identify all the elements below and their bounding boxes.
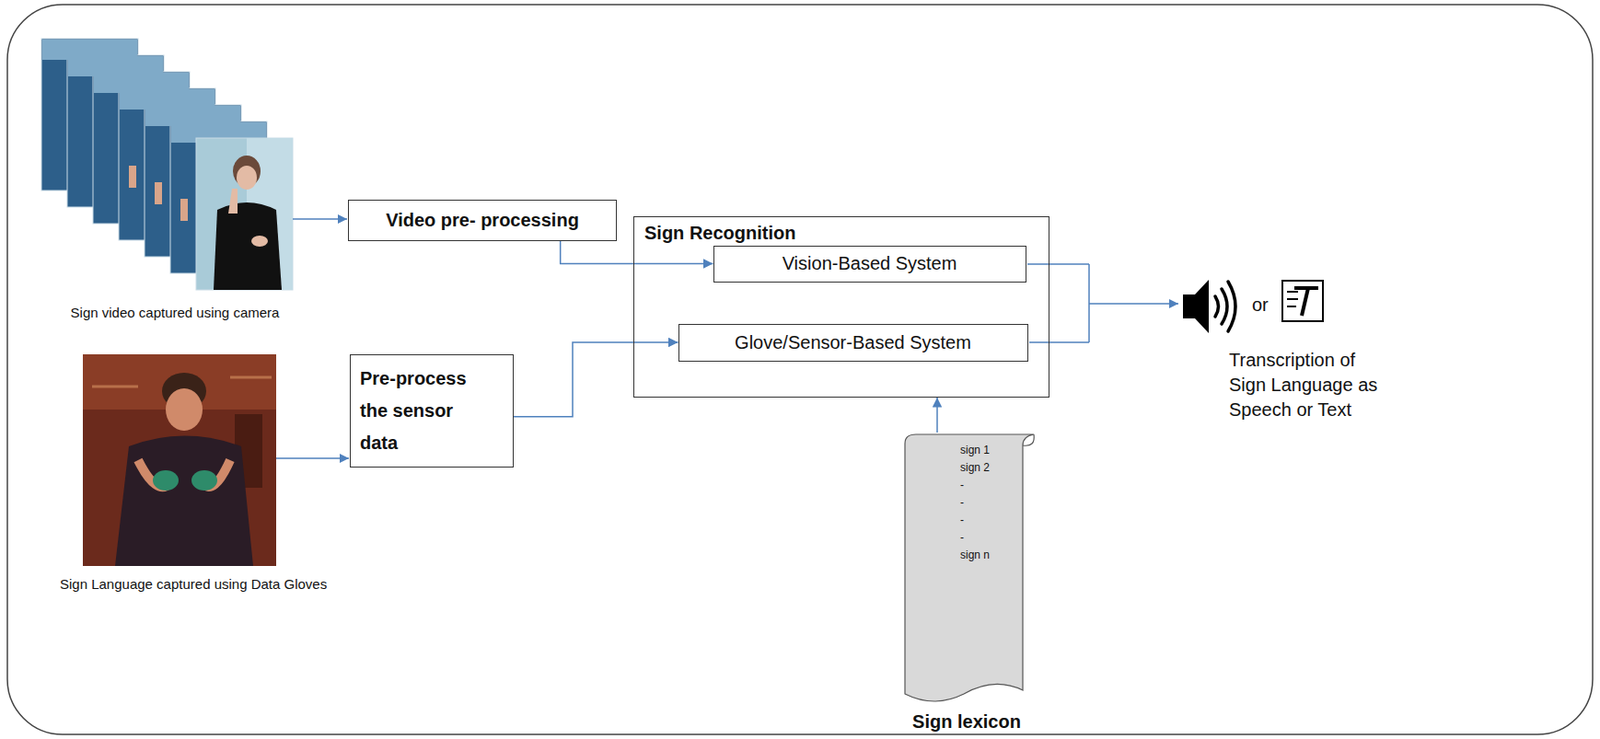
video-frames (236, 165, 257, 190)
box-label: Vision-Based System (782, 253, 958, 275)
outer-frame (7, 4, 1593, 735)
speaker-icon (1182, 279, 1236, 334)
video-frames (41, 38, 293, 290)
system-box: Glove/Sensor-Based System (678, 324, 1029, 362)
connector-word: or (1252, 292, 1280, 318)
caption-text: Sign video captured using camera (36, 303, 314, 323)
speaker-icon (1182, 279, 1209, 334)
output-arrow (1029, 341, 1090, 344)
lexicon-entry: - (960, 476, 1036, 495)
group-heading: Sign Recognition (644, 222, 796, 244)
glove-photo (191, 470, 218, 491)
text-icon (1286, 298, 1299, 301)
video-frames (196, 138, 293, 290)
input-arrow (276, 219, 349, 459)
box-label: Video pre- processing (385, 209, 580, 232)
video-frames (128, 165, 137, 188)
speaker-icon (1215, 281, 1236, 332)
video-frames (154, 182, 163, 205)
lexicon-entry: - (960, 494, 1036, 512)
flow-arrow (936, 397, 939, 433)
scroll-outline (904, 434, 1034, 702)
input-arrow (292, 218, 348, 221)
glove-photo (115, 436, 254, 568)
process-box: Pre-process the sensor data (349, 354, 514, 468)
video-frames (180, 198, 188, 221)
text-icon (1286, 290, 1299, 293)
speaker-icon (1228, 281, 1236, 332)
text-icon (1282, 280, 1323, 322)
lexicon-scroll: sign 1sign 2----sign nSign lexicon (897, 432, 1036, 705)
text-icon (1282, 280, 1323, 322)
video-frames (251, 235, 268, 247)
glove-photo (165, 388, 203, 431)
caption-text: Sign Language captured using Data Gloves (59, 575, 447, 594)
group-box: Vision-Based SystemGlove/Sensor-Based Sy… (633, 216, 1050, 398)
glove-photo (82, 354, 277, 567)
video-frames (42, 39, 267, 143)
lexicon-entry: sign 2 (960, 459, 1036, 477)
glove-photo (152, 470, 179, 491)
flow-arrow (513, 342, 679, 418)
process-box: Video pre- processing (347, 199, 617, 242)
speaker-icon (1215, 296, 1219, 317)
box-label: Pre-process the sensor data (359, 362, 486, 460)
lexicon-entry: - (960, 511, 1036, 530)
video-frames (228, 188, 238, 214)
glove-photo (230, 376, 272, 380)
speaker-icon (1221, 289, 1228, 325)
input-arrow (276, 457, 349, 460)
video-frames (128, 165, 188, 221)
glove-photo (82, 354, 277, 567)
text-icon (1286, 291, 1299, 307)
lexicon-entry: sign n (960, 546, 1036, 565)
text-icon (1301, 288, 1309, 316)
flow-arrow (560, 241, 714, 265)
lexicon-entry: - (960, 529, 1036, 547)
glove-photo (92, 385, 139, 389)
output-arrow (1027, 264, 1179, 343)
video-frames (213, 202, 282, 290)
text-icon (1286, 305, 1297, 308)
output-arrow (1089, 302, 1179, 305)
box-label: Glove/Sensor-Based System (734, 332, 972, 354)
system-box: Vision-Based System (713, 245, 1027, 283)
caption-text: Transcription of Sign Language as Speech… (1228, 347, 1388, 423)
lexicon-entry: sign 1 (960, 441, 1036, 460)
scroll-curl (1022, 434, 1034, 446)
output-arrow (1027, 263, 1090, 266)
lexicon-title: Sign lexicon (860, 711, 1073, 733)
